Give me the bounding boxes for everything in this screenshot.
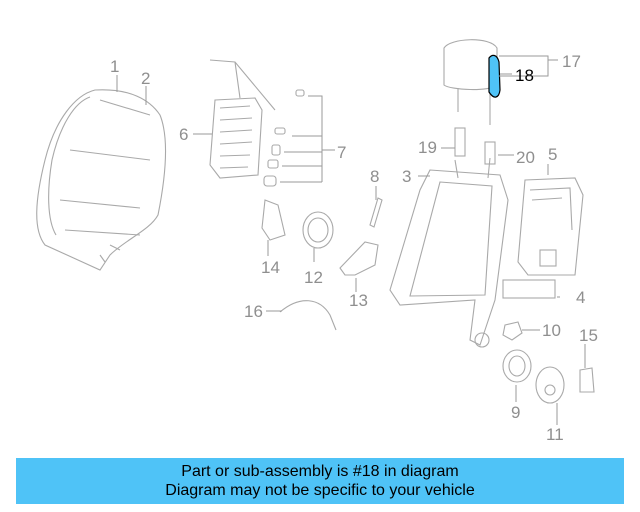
callout-1: 1 (110, 57, 119, 76)
seat-back-frame (389, 157, 509, 348)
seat-back-cover (36, 89, 167, 271)
part-15-cap (579, 367, 595, 393)
leader-lines (116, 55, 586, 425)
callout-20: 20 (516, 148, 535, 167)
part-5-back-panel (517, 177, 584, 276)
info-line-1: Part or sub-assembly is #18 in diagram (181, 463, 459, 480)
callout-17: 17 (562, 52, 581, 71)
callout-8: 8 (370, 167, 379, 186)
callout-15: 15 (579, 326, 598, 345)
part-13-trim (339, 241, 379, 276)
callout-7: 7 (337, 143, 346, 162)
info-line-2: Diagram may not be specific to your vehi… (165, 482, 475, 499)
callout-10: 10 (542, 321, 561, 340)
callout-4: 4 (576, 288, 585, 307)
part-8-rod (369, 197, 383, 228)
callout-16: 16 (244, 302, 263, 321)
part-4-strip (502, 279, 556, 299)
callout-3: 3 (402, 167, 411, 186)
callout-5: 5 (548, 145, 557, 164)
callout-12: 12 (304, 268, 323, 287)
callout-2: 2 (141, 69, 150, 88)
callout-18: 18 (515, 66, 534, 85)
callout-9: 9 (511, 403, 520, 422)
callout-11: 11 (546, 425, 564, 444)
callout-6: 6 (179, 125, 188, 144)
clips-group (263, 89, 335, 187)
callout-14: 14 (261, 258, 280, 277)
callout-13: 13 (349, 291, 368, 310)
lumbar-support-panel (209, 59, 276, 179)
info-banner: Part or sub-assembly is #18 in diagram D… (16, 458, 624, 504)
part-10-gear (502, 321, 523, 341)
headrest (443, 39, 501, 125)
highlighted-part-18 (488, 54, 501, 98)
headrest-guides (454, 127, 496, 165)
part-9-knob (502, 349, 532, 383)
callout-19: 19 (418, 138, 437, 157)
part-14-bracket (261, 199, 286, 241)
part-12-knob (302, 211, 334, 249)
part-11-cover (535, 366, 565, 404)
part-16-cable (279, 300, 337, 331)
